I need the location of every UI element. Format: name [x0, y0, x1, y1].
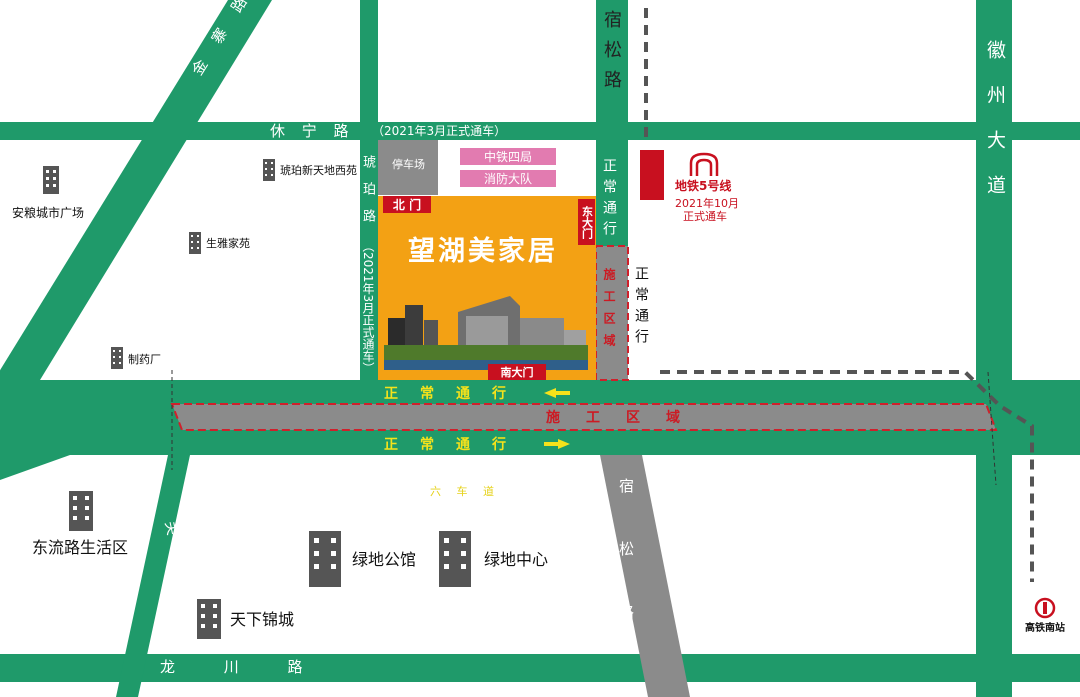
metro-station-marker [640, 150, 664, 200]
building-icon [110, 346, 124, 374]
metro-note-line1: 2021年10月 [675, 197, 739, 210]
construction-zone-horizontal [170, 403, 998, 431]
road-label-hupo-note: （2021年3月正式通车） [361, 240, 375, 375]
road-guanlu [116, 455, 190, 697]
place-anliang: 安粮城市广场 [12, 206, 85, 220]
road-label-hupo: 琥珀路 [360, 155, 375, 236]
mall-east-gate: 东大门 [578, 199, 595, 245]
metro-line-name: 地铁5号线 [675, 179, 732, 193]
place-lvdi-zhongxin: 绿地中心 [484, 550, 549, 569]
building-icon [68, 490, 94, 536]
arrow-right-icon [544, 439, 570, 449]
place-hupo-xinyuan: 琥珀新天地西苑 [280, 164, 357, 177]
road-southwest [0, 455, 70, 480]
lane-label: 六 车 道 [430, 485, 500, 498]
road-label-susong-south: 宿松路 [617, 478, 635, 667]
building-icon [262, 158, 276, 186]
traffic-normal-eastbound: 正常通行 [384, 437, 528, 453]
construction-zone-label-vertical: 施工区域 [602, 268, 616, 356]
road-label-xiuning: 休 宁 路 [270, 122, 355, 140]
metro-icon [689, 152, 719, 176]
traffic-normal-susong-north: 正常通行 [601, 158, 617, 242]
road-label-huizhou: 徽州大道 [984, 40, 1006, 220]
place-parking: 停车场 [392, 158, 425, 171]
road-longchuan [0, 654, 1080, 682]
traffic-normal-susong-east: 正常通行 [633, 266, 649, 350]
place-tianxia-jincheng: 天下锦城 [230, 610, 295, 629]
place-zhiyaochang: 制药厂 [128, 353, 161, 366]
mall-skyline-image [384, 296, 588, 370]
construction-zone-label-horizontal: 施工区域 [546, 410, 706, 426]
road-hupo [360, 0, 378, 380]
high-speed-rail-line [660, 370, 1034, 582]
mall-south-gate: 南大门 [488, 364, 546, 380]
building-icon [438, 530, 472, 592]
building-icon [188, 231, 202, 259]
road-label-longchuan: 龙 川 路 [160, 658, 325, 676]
building-icon [196, 598, 222, 644]
road-susong-south [600, 455, 690, 697]
place-zhongtie: 中铁四局 [460, 148, 556, 165]
parking-area [378, 140, 438, 195]
traffic-normal-westbound: 正常通行 [384, 386, 528, 402]
place-lvdi-gongguan: 绿地公馆 [352, 550, 417, 569]
railway-station-icon [1034, 597, 1056, 619]
road-label-xiuning-note: （2021年3月正式通车） [372, 124, 507, 138]
road-label-susong-north: 宿松路 [601, 10, 622, 100]
building-icon [308, 530, 342, 592]
mall-name: 望湖美家居 [408, 236, 558, 267]
metro-note-line2: 正式通车 [683, 210, 727, 223]
road-jinzhai-gaojia [0, 0, 272, 380]
building-icon [42, 165, 60, 199]
place-dongliulu: 东流路生活区 [32, 538, 129, 557]
arrow-left-icon [544, 388, 570, 398]
road-xiuning [0, 122, 1080, 140]
place-gaotie: 高铁南站 [1025, 623, 1065, 634]
place-shengya: 生雅家苑 [206, 237, 250, 250]
place-xiaofang: 消防大队 [460, 170, 556, 187]
road-huizhou [976, 0, 1012, 697]
mall-north-gate: 北 门 [383, 196, 431, 213]
